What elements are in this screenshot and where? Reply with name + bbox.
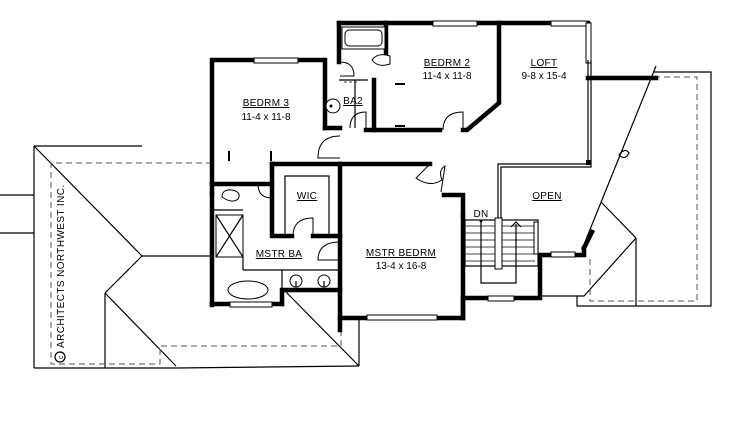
room-labels: BEDRM 3 11-4 x 11-8 BEDRM 2 11-4 x 11-8 … <box>241 58 567 272</box>
loft-railing <box>497 60 592 218</box>
window-loft-top <box>550 20 588 27</box>
door-ba2-toilet <box>339 61 355 77</box>
door-wc <box>257 183 273 199</box>
room-label-bedrm2: BEDRM 2 <box>424 58 471 69</box>
room-label-open: OPEN <box>532 191 562 202</box>
door-bedrm2 <box>442 111 464 131</box>
room-label-bedrm3: BEDRM 3 <box>243 98 290 109</box>
window-loft-side <box>585 22 592 64</box>
door-ba2 <box>349 111 367 130</box>
copyright-text: ARCHITECTS NORTHWEST INC. <box>56 184 67 348</box>
room-size-mstr-bedrm: 13-4 x 16-8 <box>376 261 427 272</box>
right-roof-outline <box>540 65 712 307</box>
room-label-mstr-bedrm: MSTR BEDRM <box>366 248 436 259</box>
stair-down-label: DN <box>473 209 488 220</box>
fixtures <box>214 26 405 300</box>
door-bedrm3 <box>317 135 341 159</box>
window-mstr-bedrm <box>366 314 438 321</box>
mstr-ba-tub <box>227 280 269 300</box>
window-mstr-ba <box>229 301 273 308</box>
door-swings <box>257 61 464 261</box>
copyright-symbol: c <box>58 355 65 359</box>
door-mstr-bedrm-double <box>415 163 446 193</box>
door-wic <box>292 217 314 237</box>
window-open <box>550 251 576 258</box>
stair <box>464 217 541 296</box>
walls <box>209 20 659 333</box>
ba2-sink <box>325 98 341 114</box>
mstr-ba-toilet <box>221 189 240 202</box>
window-bedrm2 <box>432 20 478 27</box>
room-label-mstr-ba: MSTR BA <box>256 249 303 260</box>
room-label-wic: WIC <box>297 191 317 202</box>
room-label-loft: LOFT <box>531 58 558 69</box>
copyright-notice: c ARCHITECTS NORTHWEST INC. <box>54 184 67 363</box>
ba2-toilet <box>371 54 391 66</box>
room-label-ba2: BA2 <box>343 96 363 107</box>
door-mstr-ba <box>317 241 341 261</box>
left-roof-eave-dashed <box>50 162 342 365</box>
room-size-loft: 9-8 x 15-4 <box>521 71 566 82</box>
window-stair <box>487 295 515 302</box>
window-bedrm3 <box>253 57 299 64</box>
room-size-bedrm2: 11-4 x 11-8 <box>422 71 472 82</box>
room-size-bedrm3: 11-4 x 11-8 <box>241 112 291 123</box>
left-roof-outline <box>0 145 360 369</box>
